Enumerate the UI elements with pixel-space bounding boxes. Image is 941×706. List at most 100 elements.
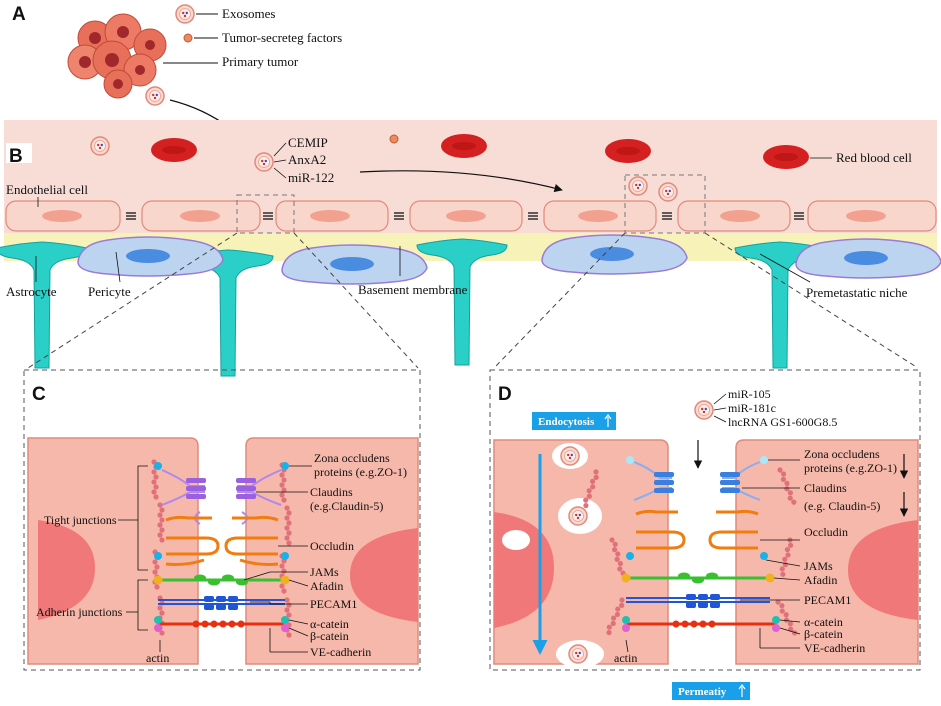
panel-d-frame [489, 369, 921, 671]
legend-tumor-label: Primary tumor [222, 54, 299, 69]
panel-d-pecam1 [626, 594, 770, 608]
d-label-ve-cadherin: VE-cadherin [804, 641, 865, 655]
panel-b-label-bg [6, 143, 32, 163]
c-label-jams: JAMs [310, 565, 339, 579]
panel-b-label: B [9, 146, 23, 167]
tight-junctions-label: Tight junctions [44, 513, 117, 527]
panel-a-label: A [12, 4, 26, 25]
panel-d-right-nucleus [848, 520, 918, 620]
panel-c-legend-lines [243, 465, 312, 653]
panel-c-jams-afadin [153, 574, 290, 586]
panel-c-ve-cadherin [154, 616, 289, 632]
red-blood-cell-3 [605, 139, 651, 163]
legend-factors-label: Tumor-secreteg factors [222, 30, 342, 45]
vessel-exosome-1 [90, 136, 110, 156]
red-blood-cell-label: Red blood cell [836, 150, 912, 165]
c-label-zo: Zona occludens [314, 451, 390, 465]
d-cargo-mir105: miR-105 [728, 387, 771, 401]
c-label-beta-catein: β-catein [310, 629, 349, 643]
vessel-exosome-2 [628, 176, 648, 196]
d-label-afadin: Afadin [804, 573, 837, 587]
red-blood-cell-4 [763, 145, 809, 169]
d-cargo-mir181c: miR-181c [728, 401, 776, 415]
panel-d-exosome [694, 400, 714, 420]
endocytosis-label: Endocytosis [538, 416, 595, 428]
c-label-claudins: Claudins [310, 485, 353, 499]
panel-d-claudins [633, 461, 761, 501]
d-label-claudin5: (e.g. Claudin-5) [804, 499, 880, 513]
pericyte-3 [541, 234, 688, 275]
panel-c-pecam1 [158, 596, 285, 610]
premetastatic-niche-label: Premetastatic niche [806, 285, 908, 300]
panel-d-label: D [498, 384, 512, 405]
adherin-junction-bracket [137, 579, 148, 631]
panel-c-claudins [161, 469, 282, 525]
pericyte-2 [281, 244, 428, 285]
panel-d-occludin [635, 509, 759, 550]
vessel-exosome-cargo [254, 152, 274, 172]
panel-c-left-nucleus [38, 520, 95, 620]
astrocyte-label: Astrocyte [6, 284, 57, 299]
endothelial-cells [5, 200, 937, 232]
panel-d-legend-lines [740, 459, 801, 649]
cargo-mir122: miR-122 [288, 170, 334, 185]
permeability-badge [672, 682, 750, 700]
legend-factor-icon [183, 33, 193, 43]
pericyte-4 [795, 238, 941, 279]
c-label-occludin: Occludin [310, 539, 354, 553]
panel-c-zo1-proteins [154, 462, 289, 560]
cargo-anxa2: AnxA2 [288, 152, 326, 167]
c-label-claudin5: (e.g.Claudin-5) [310, 499, 383, 513]
c-label-afadin: Afadin [310, 579, 343, 593]
c-label-ve-cadherin: VE-cadherin [310, 645, 371, 659]
permeability-label: Permeatiy [678, 686, 727, 698]
d-cargo-lncrna: lncRNA GS1-600G8.5 [728, 415, 837, 429]
c-label-pecam1: PECAM1 [310, 597, 357, 611]
d-label-zo: Zona occludens [804, 447, 880, 461]
legend-exosome-icon [175, 4, 195, 24]
projection-line-d-right [704, 232, 919, 369]
projection-line-c-left [27, 232, 238, 369]
c-label-alpha-catein: α-catein [310, 617, 349, 631]
panel-d-jams-afadin [621, 572, 775, 584]
panel-c-right-nucleus [350, 528, 418, 622]
vessel-exosome-3 [658, 182, 678, 202]
projection-line-c-right [293, 232, 419, 369]
panel-c-label: C [32, 384, 46, 405]
zoom-box-d [624, 174, 706, 234]
primary-tumor-cluster [67, 13, 167, 99]
panel-d-endocytic-vesicles [502, 443, 604, 668]
adherin-junctions-label: Adherin junctions [36, 605, 123, 619]
d-label-claudins: Claudins [804, 481, 847, 495]
panel-c-actin-label: actin [146, 651, 169, 665]
released-exosome-icon [145, 86, 165, 106]
pericyte-label: Pericyte [88, 284, 131, 299]
d-label-occludin: Occludin [804, 525, 848, 539]
tight-junction-bracket [137, 465, 148, 571]
panel-c-occludin [165, 515, 279, 566]
endothelial-cell-label: Endothelial cell [6, 182, 88, 197]
vessel-flow-arrow [359, 170, 563, 193]
d-label-zo-eg: proteins (e.g.ZO-1) [804, 461, 897, 475]
red-blood-cell-2 [441, 134, 487, 158]
basement-membrane-label: Basement membrane [358, 282, 468, 297]
projection-line-d-left [493, 232, 626, 369]
d-label-jams: JAMs [804, 559, 833, 573]
d-label-pecam1: PECAM1 [804, 593, 851, 607]
legend-exosomes-label: Exosomes [222, 6, 275, 21]
pericyte-1 [77, 236, 224, 277]
d-label-alpha-catein: α-catein [804, 615, 843, 629]
panel-d-actin-label: actin [614, 651, 637, 665]
panel-d-ve-cadherin [622, 616, 780, 632]
endocytosis-badge [532, 412, 616, 430]
cargo-cemip: CEMIP [288, 135, 328, 150]
zoom-box-c [236, 194, 295, 234]
vessel-factor [389, 134, 399, 144]
d-label-beta-catein: β-catein [804, 627, 843, 641]
red-blood-cell-1 [151, 138, 197, 162]
panel-d-zo1-proteins [626, 456, 768, 560]
panel-c-frame [23, 369, 421, 671]
c-label-zo-eg: proteins (e.g.ZO-1) [314, 465, 407, 479]
